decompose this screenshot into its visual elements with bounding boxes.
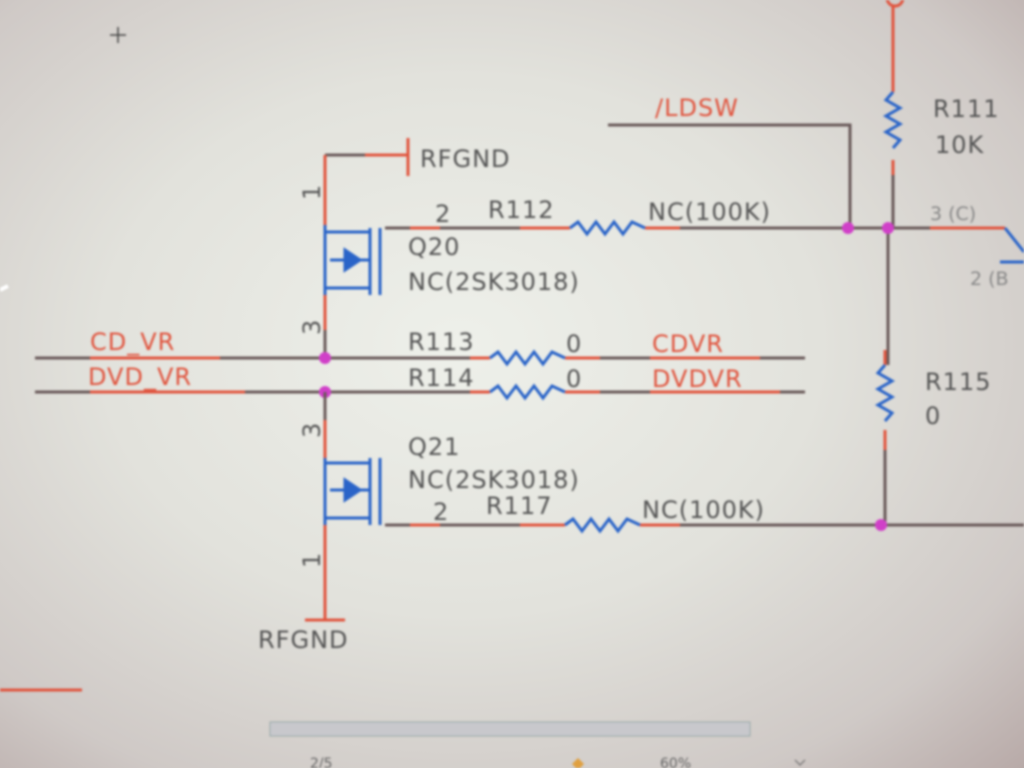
wire bbox=[883, 160, 895, 525]
r113-ref: R113 bbox=[408, 328, 474, 356]
net-dvd-vr: DVD_VR bbox=[88, 363, 192, 391]
resistor-r111[interactable] bbox=[882, 91, 904, 149]
resistor-r113[interactable] bbox=[489, 349, 566, 367]
crosshair-cursor-icon bbox=[110, 27, 126, 43]
resistor-r117[interactable] bbox=[564, 516, 641, 534]
power-port-icon bbox=[885, 0, 905, 8]
net-dvdvr: DVDVR bbox=[652, 365, 743, 393]
wire bbox=[608, 123, 852, 228]
r111-ref: R111 bbox=[933, 95, 999, 123]
q21-ref: Q21 bbox=[408, 433, 460, 461]
q21-gate-pin: 2 bbox=[433, 498, 449, 526]
q20-ref: Q20 bbox=[408, 233, 460, 261]
q21-source-pin: 1 bbox=[298, 552, 326, 568]
zoom-level[interactable]: 60% bbox=[660, 756, 691, 768]
junction bbox=[319, 352, 331, 364]
r115-value: 0 bbox=[925, 402, 941, 430]
chevron-down-icon[interactable] bbox=[794, 759, 806, 766]
resistor-r114[interactable] bbox=[489, 383, 566, 401]
junction bbox=[882, 222, 894, 234]
r117-ref: R117 bbox=[486, 492, 552, 520]
q21-drain-pin: 3 bbox=[298, 422, 326, 438]
q-right-base-pin: 2 (B bbox=[970, 268, 1009, 290]
junction bbox=[875, 519, 887, 531]
q-right-collector-pin: 3 (C) bbox=[930, 203, 976, 225]
resistor-r115[interactable] bbox=[874, 364, 896, 422]
r111-value: 10K bbox=[935, 131, 985, 159]
resistor-r112[interactable] bbox=[569, 219, 646, 237]
mosfet-q21[interactable] bbox=[323, 458, 382, 525]
net-ldsw: /LDSW bbox=[655, 94, 739, 122]
r117-value: NC(100K) bbox=[642, 496, 765, 524]
r114-value: 0 bbox=[566, 365, 582, 393]
ground-symbol-icon bbox=[365, 138, 410, 176]
r114-ref: R114 bbox=[408, 364, 474, 392]
q20-source-pin: 1 bbox=[298, 184, 326, 200]
page-indicator: 2/5 bbox=[310, 756, 333, 768]
q20-gate-pin: 2 bbox=[435, 200, 451, 228]
q20-drain-pin: 3 bbox=[298, 319, 326, 335]
r112-ref: R112 bbox=[488, 196, 554, 224]
r113-value: 0 bbox=[566, 330, 582, 358]
net-cd-vr: CD_VR bbox=[90, 328, 175, 356]
q21-value: NC(2SK3018) bbox=[408, 466, 580, 494]
net-cdvr: CDVR bbox=[652, 330, 724, 358]
r115-ref: R115 bbox=[925, 368, 991, 396]
net-rfgnd-bottom: RFGND bbox=[258, 626, 349, 654]
q20-value: NC(2SK3018) bbox=[408, 268, 580, 296]
mosfet-q20[interactable] bbox=[323, 225, 382, 295]
r112-value: NC(100K) bbox=[648, 198, 771, 226]
diamond-icon bbox=[572, 758, 584, 768]
glare bbox=[0, 284, 9, 292]
horizontal-scrollbar[interactable] bbox=[269, 721, 751, 737]
net-rfgnd-top: RFGND bbox=[420, 145, 511, 173]
junction bbox=[842, 222, 854, 234]
